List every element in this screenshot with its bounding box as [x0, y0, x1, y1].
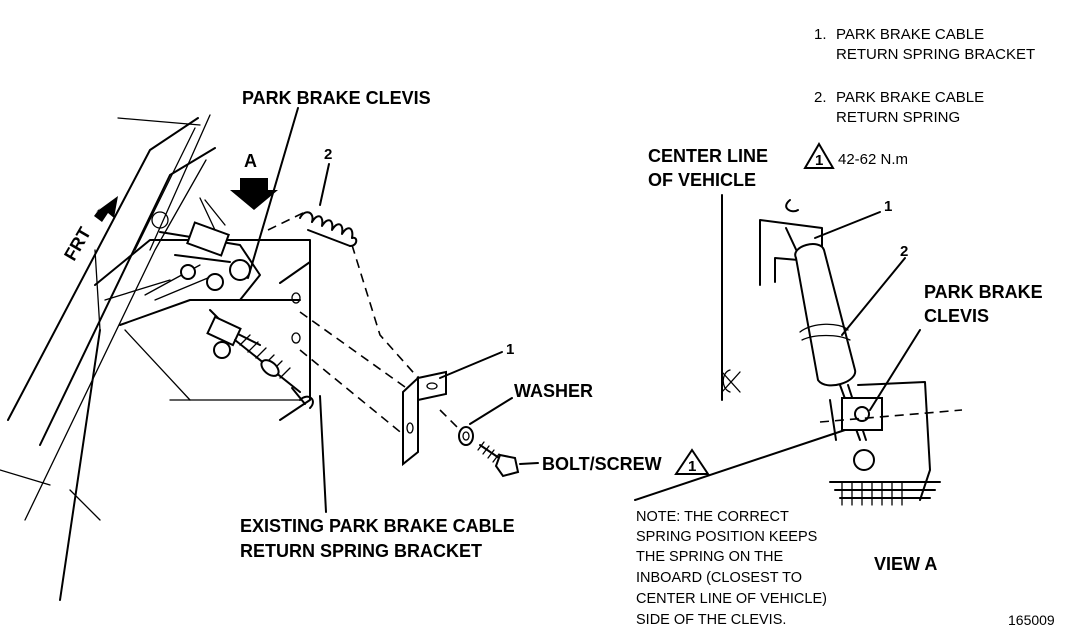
- label-view-a-clevis-2: CLEVIS: [924, 306, 989, 326]
- legend-item1-number: 1.: [814, 26, 827, 43]
- legend-item2-line2: RETURN SPRING: [836, 109, 960, 126]
- callout-2-main: 2: [324, 146, 332, 163]
- legend: 1. PARK BRAKE CABLE RETURN SPRING BRACKE…: [814, 26, 1035, 126]
- label-existing-line2: RETURN SPRING BRACKET: [240, 541, 482, 561]
- torque-spec: 1 42-62 N.m: [803, 142, 908, 169]
- view-a-spring: [785, 199, 867, 441]
- torque-symbol-number: 1: [815, 152, 823, 169]
- legend-item2-line1: PARK BRAKE CABLE: [836, 89, 984, 106]
- callout-1-view-a: 1: [884, 198, 892, 215]
- callout-1-main: 1: [506, 341, 514, 358]
- view-a-title: VIEW A: [874, 554, 937, 574]
- brake-cable-coil: [234, 334, 314, 409]
- alignment-lines: [267, 211, 471, 441]
- bolt-torque-symbol-number: 1: [688, 458, 696, 475]
- new-spring-bracket: [402, 370, 447, 467]
- torque-warning-icon: [803, 142, 835, 169]
- view-a-arrow: [230, 178, 278, 210]
- bolt-part: [477, 441, 520, 478]
- legend-item2-number: 2.: [814, 89, 827, 106]
- label-existing-line1: EXISTING PARK BRAKE CABLE: [240, 516, 515, 536]
- label-view-arrow-a: A: [244, 151, 257, 171]
- existing-bracket: [279, 261, 311, 421]
- clevis-assembly: [159, 197, 261, 359]
- vehicle-centerline: [721, 194, 741, 401]
- label-park-brake-clevis: PARK BRAKE CLEVIS: [242, 88, 431, 108]
- note-line-6: SIDE OF THE CLEVIS.: [636, 612, 786, 628]
- callout-2-view-a: 2: [900, 243, 908, 260]
- washer-part: [458, 426, 474, 446]
- note-line-4: INBOARD (CLOSEST TO: [636, 570, 802, 586]
- figure-number: 165009: [1008, 612, 1055, 628]
- bolt-torque-symbol: 1: [674, 448, 710, 475]
- label-center-line-2: OF VEHICLE: [648, 170, 756, 190]
- label-washer: WASHER: [514, 381, 593, 401]
- label-center-line-1: CENTER LINE: [648, 146, 768, 166]
- label-frt: FRT: [60, 224, 95, 264]
- note-line-5: CENTER LINE OF VEHICLE): [636, 591, 827, 607]
- main-leader-lines: [247, 107, 539, 513]
- front-arrow-icon: [94, 196, 118, 222]
- legend-item1-line1: PARK BRAKE CABLE: [836, 26, 984, 43]
- label-view-a-clevis-1: PARK BRAKE: [924, 282, 1043, 302]
- label-bolt-screw: BOLT/SCREW: [542, 454, 662, 474]
- view-a-clevis: [819, 381, 963, 506]
- note-line-1: NOTE: THE CORRECT: [636, 509, 789, 525]
- legend-item1-line2: RETURN SPRING BRACKET: [836, 46, 1035, 63]
- view-a-leader-lines: [634, 211, 921, 501]
- torque-value: 42-62 N.m: [838, 151, 908, 168]
- note-line-3: THE SPRING ON THE: [636, 549, 783, 565]
- note-block: NOTE: THE CORRECT SPRING POSITION KEEPS …: [636, 509, 827, 628]
- note-line-2: SPRING POSITION KEEPS: [636, 529, 817, 545]
